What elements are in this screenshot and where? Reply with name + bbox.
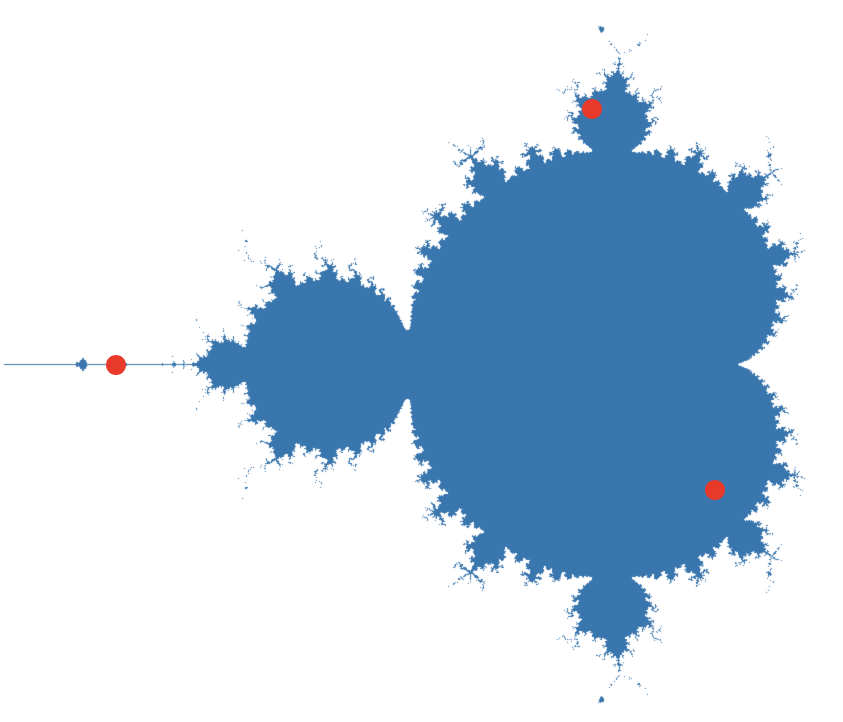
fractal-canvas xyxy=(0,0,843,722)
fractal-figure xyxy=(0,0,843,722)
